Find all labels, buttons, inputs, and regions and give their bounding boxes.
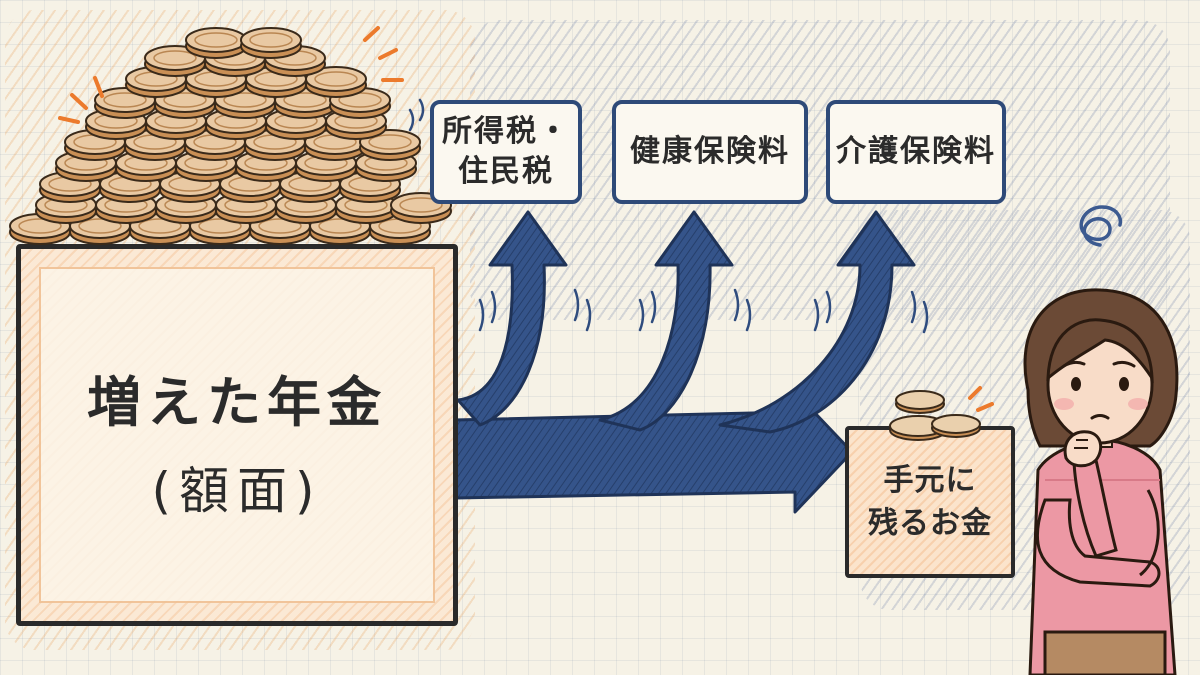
deduction-label: 健康保険料 xyxy=(630,133,790,169)
spiral-icon xyxy=(1079,205,1123,247)
coin xyxy=(240,27,302,59)
coin xyxy=(329,87,391,119)
remaining-label: 残るお金 xyxy=(868,506,992,541)
branch-arrow-health xyxy=(598,210,734,432)
coin xyxy=(144,45,206,77)
background-hatch-top xyxy=(470,20,1170,320)
main-title: 増えた年金 xyxy=(87,370,387,434)
deduction-label: 介護保険料 xyxy=(836,133,996,169)
branch-arrow-tax xyxy=(456,210,568,427)
worried-woman-icon xyxy=(1023,288,1179,675)
remaining-label: 手元に xyxy=(883,462,977,498)
deduction-label: 住民税 xyxy=(458,154,554,189)
main-subtitle: (額面) xyxy=(151,461,323,520)
sparkle-marks xyxy=(58,26,994,412)
remaining-money-box: 手元に 残るお金 xyxy=(845,426,1015,578)
coin xyxy=(305,66,367,98)
small-coin-pile-icon xyxy=(889,390,981,441)
deduction-label: 所得税・ xyxy=(442,113,570,149)
increased-pension-box: 増えた年金 (額面) xyxy=(16,244,458,626)
deduction-box-care: 介護保険料 xyxy=(826,100,1006,204)
branch-arrow-care xyxy=(718,210,916,434)
deduction-box-health: 健康保険料 xyxy=(612,100,808,204)
deduction-box-tax: 所得税・ 住民税 xyxy=(430,100,582,204)
